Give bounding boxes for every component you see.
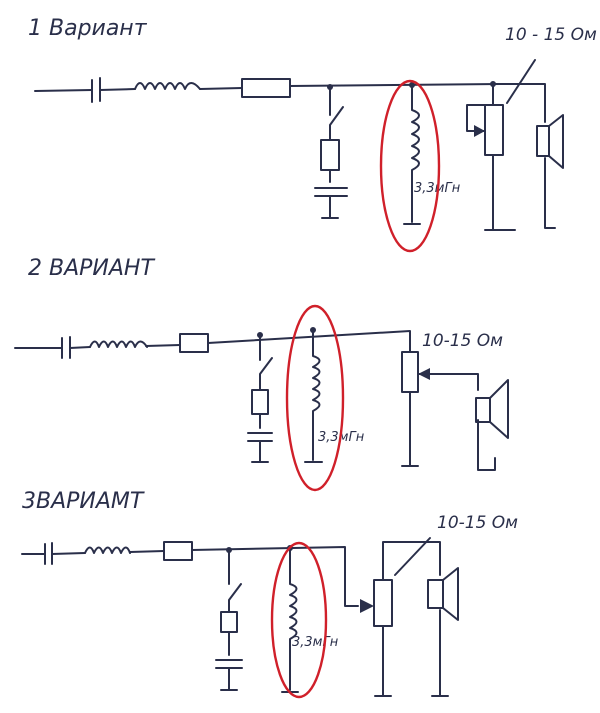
variant-3-resistance-label: 10-15 Ом	[437, 513, 518, 533]
variant-1-speaker-cone	[548, 114, 564, 169]
variant-2-inductor-highlight	[285, 304, 345, 492]
variant-2-shunt-resistor	[251, 389, 269, 415]
variant-1-shunt-resistor	[320, 139, 340, 171]
variant-1-inductor-highlight	[379, 79, 441, 253]
variant-2-series-inductor	[89, 340, 148, 348]
variant-2-title: 2 ВАРИАНТ	[28, 256, 155, 281]
variant-3-series-resistor	[163, 541, 193, 561]
variant-2-series-capacitor	[61, 336, 71, 359]
variant-3-inductance-label: 3,3мГн	[292, 635, 339, 650]
variant-3-speaker-body	[427, 579, 444, 609]
variant-2-series-resistor	[179, 333, 209, 353]
variant-3-shunt-resistor	[220, 611, 238, 633]
variant-1-pot-wiring	[466, 83, 556, 231]
variant-3-inductor-highlight	[270, 541, 328, 699]
variant-2-schematic: 2 ВАРИАНТ 10-15 Ом 3,3мГн	[14, 256, 509, 492]
variant-1-series-capacitor	[91, 77, 101, 103]
variant-2-pot-wiring	[401, 373, 496, 471]
variant-2-resistance-label: 10-15 Ом	[422, 331, 503, 351]
variant-2-shunt-branch	[247, 334, 273, 463]
variant-3-schematic: 3ВАРИАМТ 10-15 Ом 3,3мГн	[21, 489, 518, 699]
variant-1-series-resistor	[241, 78, 291, 98]
variant-3-series-capacitor	[44, 542, 53, 565]
variant-1-resistance-label: 10 - 15 Ом	[505, 25, 597, 45]
variant-3-speaker-cone	[442, 567, 459, 621]
variant-3-shunt-inductor	[281, 547, 299, 693]
variant-2-pot-wiper-arrow	[418, 368, 430, 380]
variant-1-shunt-inductor	[403, 84, 421, 225]
variant-2-potentiometer	[401, 351, 419, 393]
variant-2-speaker-body	[475, 397, 491, 423]
variant-3-title: 3ВАРИАМТ	[22, 489, 145, 514]
variant-1-main-wire	[34, 83, 501, 92]
variant-3-shunt-branch	[215, 549, 243, 691]
variant-3-potentiometer	[373, 579, 393, 627]
variant-3-series-inductor	[84, 546, 131, 554]
variant-1-pointer-line	[506, 59, 536, 104]
variant-3-pointer-line	[394, 537, 431, 576]
variant-2-main-wire	[14, 330, 411, 353]
variant-1-schematic: 1 Вариант 10 - 15 Ом 3,3мГн	[28, 16, 597, 253]
variant-1-series-inductor	[134, 82, 201, 90]
variant-1-speaker-body	[536, 125, 550, 157]
variant-1-potentiometer	[484, 104, 504, 156]
variant-1-shunt-branch	[314, 86, 348, 219]
variant-2-speaker-cone	[489, 379, 509, 439]
variant-3-pot-wiper-arrow	[360, 599, 374, 613]
variant-3-main-wire	[21, 546, 359, 607]
variant-2-shunt-inductor	[304, 329, 323, 463]
variant-3-pot-wiring	[374, 541, 449, 697]
variant-1-title: 1 Вариант	[28, 16, 148, 41]
variant-1-pot-wiper-arrow	[474, 125, 485, 137]
